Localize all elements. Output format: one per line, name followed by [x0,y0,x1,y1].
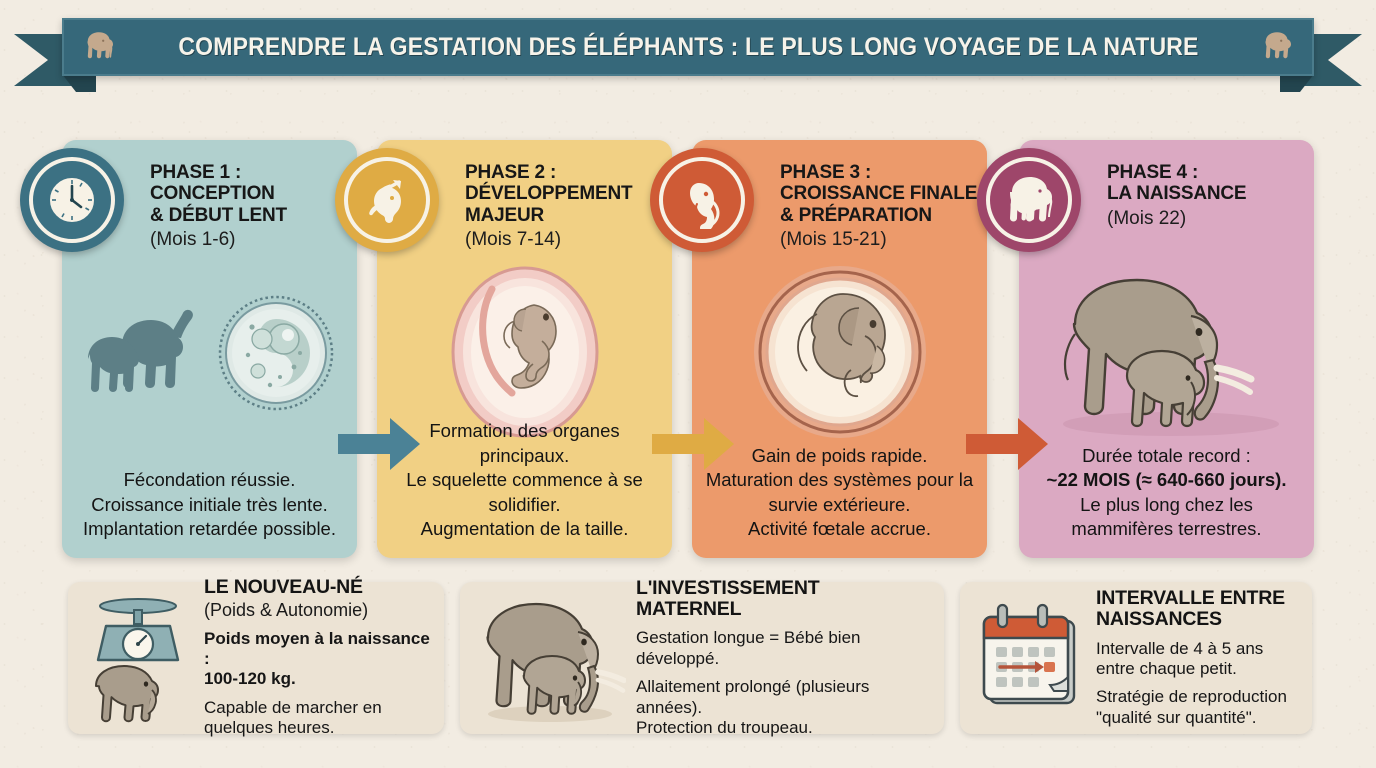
phase-2-description: Formation des organes principaux. Le squ… [406,420,643,540]
weighing-scale-icon [96,598,180,662]
phase-2-illustration [377,262,672,442]
phase-2-title: PHASE 2 : DÉVELOPPEMENT MAJEUR [465,162,633,226]
info-card-interval-title: INTERVALLE ENTRE NAISSANCES [1096,586,1285,631]
page-title: COMPRENDRE LA GESTATION DES ÉLÉPHANTS : … [177,32,1199,61]
phase-4-description: Durée totale record : ~22 MOIS (≈ 640-660… [1029,444,1304,542]
info-card-interval-body: INTERVALLE ENTRE NAISSANCES Intervalle d… [1096,586,1298,728]
arrow-phase-2-to-3 [652,416,734,472]
phase-4-title: PHASE 4 : LA NAISSANCE [1107,162,1247,205]
info-card-newborn[interactable]: LE NOUVEAU-NÉ (Poids & Autonomie) Poids … [68,577,444,737]
phase-3-badge [650,148,754,252]
arrow-phase-1-to-2 [338,416,420,472]
phase-1-illustration [62,262,357,442]
phase-card-2[interactable]: PHASE 2 : DÉVELOPPEMENT MAJEUR (Mois 7-1… [335,140,672,558]
phase-4-description-line: Durée totale record : [1082,444,1251,466]
phase-3-title: PHASE 3 : CROISSANCE FINALE & PRÉPARATIO… [780,162,978,226]
elephant-icon [1265,32,1292,59]
info-card-maternal-line-1: Gestation longue = Bébé bien développé. [636,628,861,668]
info-card-interval[interactable]: INTERVALLE ENTRE NAISSANCES Intervalle d… [960,582,1312,734]
phase-3-header: PHASE 3 : CROISSANCE FINALE & PRÉPARATIO… [780,162,979,251]
info-card-newborn-art [82,590,194,726]
info-card-newborn-subtitle: (Poids & Autonomie) [204,599,369,620]
info-card-interval-art [974,599,1086,717]
phase-timeline: PHASE 1 : CONCEPTION & DÉBUT LENT (Mois … [0,118,1376,558]
phase-3-illustration [692,262,987,442]
phase-4-header: PHASE 4 : LA NAISSANCE (Mois 22) [1107,162,1306,230]
calendar-icon [982,603,1076,705]
phase-4-description-line: Le plus long chez les mammifères terrest… [1071,493,1262,540]
info-card-newborn-line-1: Poids moyen à la naissance : 100-120 kg. [204,628,430,689]
phase-4-months: (Mois 22) [1107,207,1187,229]
info-card-interval-line-2: Stratégie de reproduction "qualité sur q… [1096,687,1287,727]
phase-card-1[interactable]: PHASE 1 : CONCEPTION & DÉBUT LENT (Mois … [20,140,357,558]
info-card-maternal-body: L'INVESTISSEMENT MATERNEL Gestation long… [636,576,930,739]
phase-card-4[interactable]: PHASE 4 : LA NAISSANCE (Mois 22) [977,140,1314,558]
banner-body: COMPRENDRE LA GESTATION DES ÉLÉPHANTS : … [62,18,1314,76]
phase-4-badge [977,148,1081,252]
header-banner: COMPRENDRE LA GESTATION DES ÉLÉPHANTS : … [0,18,1376,92]
baby-elephant-illustration [95,665,159,723]
phase-4-illustration [1019,262,1314,442]
phase-card-3[interactable]: PHASE 3 : CROISSANCE FINALE & PRÉPARATIO… [650,140,987,558]
info-card-newborn-title: LE NOUVEAU-NÉ [204,576,363,599]
arrow-phase-3-to-4 [966,416,1048,472]
phase-1-months: (Mois 1-6) [150,228,236,250]
phase-2-badge [335,148,439,252]
phase-2-months: (Mois 7-14) [465,228,562,250]
info-card-interval-line-1: Intervalle de 4 à 5 ans entre chaque pet… [1096,638,1264,679]
info-card-maternal-title: L'INVESTISSEMENT MATERNEL [636,576,820,621]
info-card-newborn-line-2: Capable de marcher en quelques heures. [204,697,382,738]
info-card-maternal-art [474,592,626,724]
phase-4-description-line: ~22 MOIS (≈ 640-660 jours). [1046,469,1287,491]
info-card-maternal[interactable]: L'INVESTISSEMENT MATERNEL Gestation long… [460,577,944,737]
info-card-newborn-body: LE NOUVEAU-NÉ (Poids & Autonomie) Poids … [204,577,430,738]
phase-1-badge [20,148,124,252]
elephant-icon [86,32,113,59]
phase-1-description: Fécondation réussie. Croissance initiale… [83,469,336,540]
info-card-maternal-line-2: Allaitement prolongé (plusieurs années).… [636,677,870,738]
summary-cards: LE NOUVEAU-NÉ (Poids & Autonomie) Poids … [0,577,1376,752]
phase-1-header: PHASE 1 : CONCEPTION & DÉBUT LENT (Mois … [150,162,349,251]
phase-3-months: (Mois 15-21) [780,228,887,250]
phase-1-title: PHASE 1 : CONCEPTION & DÉBUT LENT [150,162,287,226]
phase-3-description: Gain de poids rapide. Maturation des sys… [705,444,974,540]
phase-2-header: PHASE 2 : DÉVELOPPEMENT MAJEUR (Mois 7-1… [465,162,664,251]
